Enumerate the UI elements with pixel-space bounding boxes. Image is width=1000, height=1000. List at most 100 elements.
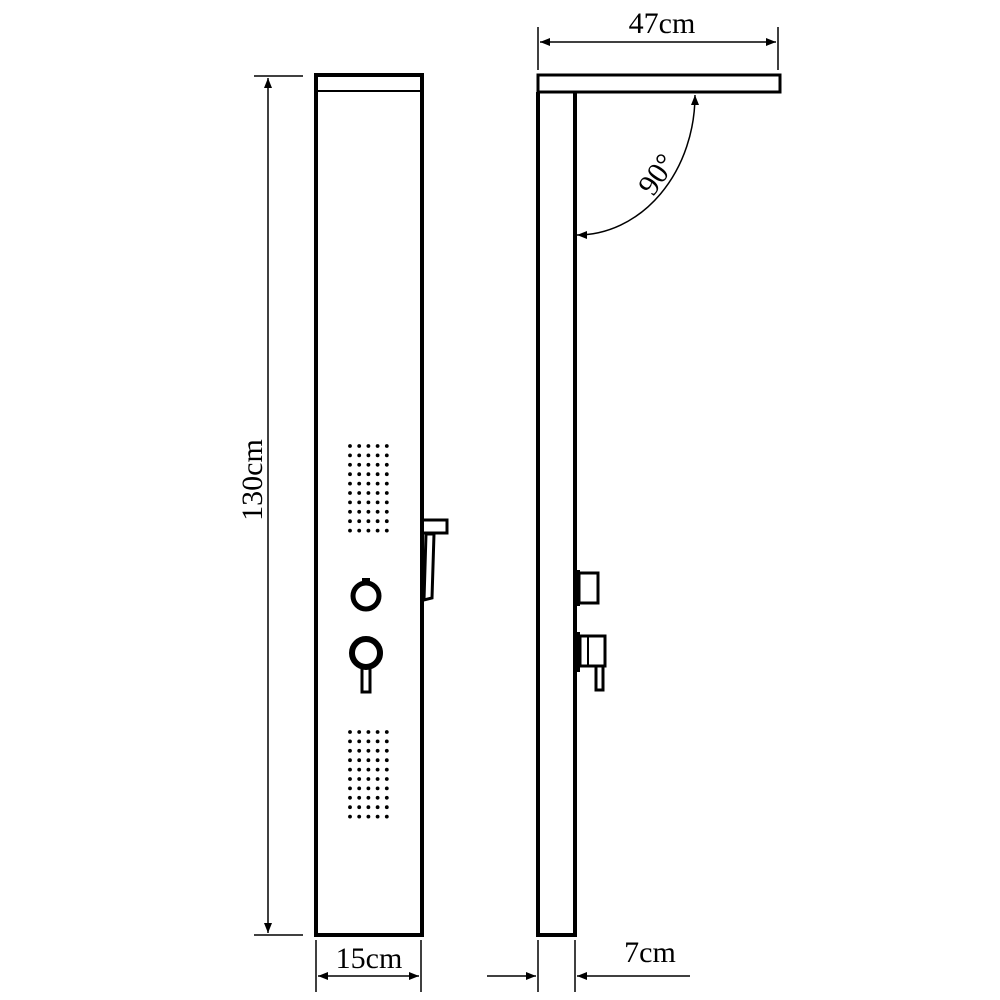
nozzle-dot xyxy=(348,462,352,467)
nozzle-dot xyxy=(357,739,362,744)
nozzle-dot xyxy=(375,453,380,458)
nozzle-dot xyxy=(366,453,371,458)
nozzle-dot xyxy=(348,777,352,781)
nozzle-dot xyxy=(348,748,352,753)
nozzle-dot xyxy=(384,795,389,800)
nozzle-dot xyxy=(357,472,362,477)
nozzle-dot xyxy=(348,739,352,744)
nozzle-dot xyxy=(357,805,362,810)
nozzle-dot xyxy=(384,805,389,810)
nozzle-dot xyxy=(348,795,352,800)
nozzle-dot xyxy=(357,509,362,514)
nozzle-dot xyxy=(366,462,371,467)
nozzle-dot xyxy=(375,777,380,781)
nozzle-dot xyxy=(348,528,352,533)
side-pole xyxy=(536,92,577,937)
nozzle-dot xyxy=(375,767,380,772)
nozzle-dot xyxy=(375,739,380,744)
nozzle-dot xyxy=(348,519,352,524)
depth-dimension: 7cm xyxy=(487,936,690,992)
nozzle-dot xyxy=(357,481,362,486)
nozzle-dot xyxy=(357,528,362,533)
angle-dimension: 90° xyxy=(576,94,699,239)
nozzle-dot xyxy=(357,814,362,819)
side-diverter xyxy=(575,570,600,606)
nozzle-dot xyxy=(384,444,389,448)
mixer-knob xyxy=(349,636,383,694)
nozzle-dot xyxy=(375,786,380,791)
nozzle-dot xyxy=(366,528,371,533)
nozzle-dot xyxy=(357,777,362,781)
nozzle-dot xyxy=(348,500,352,505)
side-view xyxy=(536,73,782,937)
nozzle-dot xyxy=(384,786,389,791)
nozzle-dot xyxy=(375,481,380,486)
front-view xyxy=(314,73,449,937)
nozzle-dot xyxy=(375,472,380,477)
nozzle-dot xyxy=(357,795,362,800)
nozzle-dot xyxy=(348,730,352,734)
nozzle-dot xyxy=(366,786,371,791)
nozzle-dot xyxy=(375,509,380,514)
nozzle-dot xyxy=(366,739,371,744)
nozzle-dot xyxy=(357,786,362,791)
nozzle-dot xyxy=(384,481,389,486)
nozzle-dot xyxy=(357,758,362,763)
front-width-label: 15cm xyxy=(336,942,403,975)
nozzle-dot xyxy=(357,453,362,458)
nozzle-dot xyxy=(357,767,362,772)
nozzle-dot xyxy=(366,767,371,772)
nozzle-dot xyxy=(348,444,352,448)
nozzle-dot xyxy=(348,786,352,791)
nozzle-dot xyxy=(375,462,380,467)
shower-holder xyxy=(420,518,449,602)
nozzle-dot xyxy=(366,814,371,819)
nozzle-dot xyxy=(384,739,389,744)
nozzle-dot xyxy=(348,491,352,495)
nozzle-dot xyxy=(375,748,380,753)
nozzle-dot xyxy=(384,814,389,819)
nozzle-dot xyxy=(357,519,362,524)
nozzle-dot xyxy=(384,528,389,533)
nozzle-dot xyxy=(366,519,371,524)
nozzle-dot xyxy=(384,777,389,781)
nozzle-dot xyxy=(348,453,352,458)
arm-length-label: 47cm xyxy=(629,7,696,40)
nozzle-dot xyxy=(384,758,389,763)
nozzle-dot xyxy=(375,519,380,524)
nozzle-dot xyxy=(384,491,389,495)
nozzle-dot xyxy=(366,777,371,781)
angle-label: 90° xyxy=(632,148,683,201)
nozzle-dot xyxy=(366,730,371,734)
nozzle-dot xyxy=(348,758,352,763)
nozzle-dot xyxy=(375,444,380,448)
nozzle-dot xyxy=(384,472,389,477)
nozzle-dot xyxy=(348,805,352,810)
nozzle-dot xyxy=(375,730,380,734)
nozzle-dot xyxy=(366,795,371,800)
nozzle-dot xyxy=(375,805,380,810)
side-mixer xyxy=(575,632,607,692)
nozzle-dot xyxy=(384,462,389,467)
nozzle-dot xyxy=(375,795,380,800)
nozzle-dot xyxy=(375,814,380,819)
nozzle-dot xyxy=(348,481,352,486)
nozzle-dot xyxy=(375,758,380,763)
nozzle-dot xyxy=(348,509,352,514)
nozzle-dot xyxy=(375,528,380,533)
nozzle-dot xyxy=(366,491,371,495)
nozzle-dot xyxy=(357,748,362,753)
depth-label: 7cm xyxy=(624,936,676,969)
nozzle-dot xyxy=(357,730,362,734)
nozzle-dot xyxy=(357,491,362,495)
nozzle-dot xyxy=(366,444,371,448)
height-label: 130cm xyxy=(236,439,269,521)
nozzle-dot xyxy=(366,758,371,763)
nozzle-dot xyxy=(366,500,371,505)
nozzle-dot xyxy=(348,767,352,772)
nozzle-dot xyxy=(384,453,389,458)
nozzle-dot xyxy=(384,509,389,514)
arm-length-dimension: 47cm xyxy=(537,7,779,70)
diverter-knob xyxy=(350,578,382,612)
